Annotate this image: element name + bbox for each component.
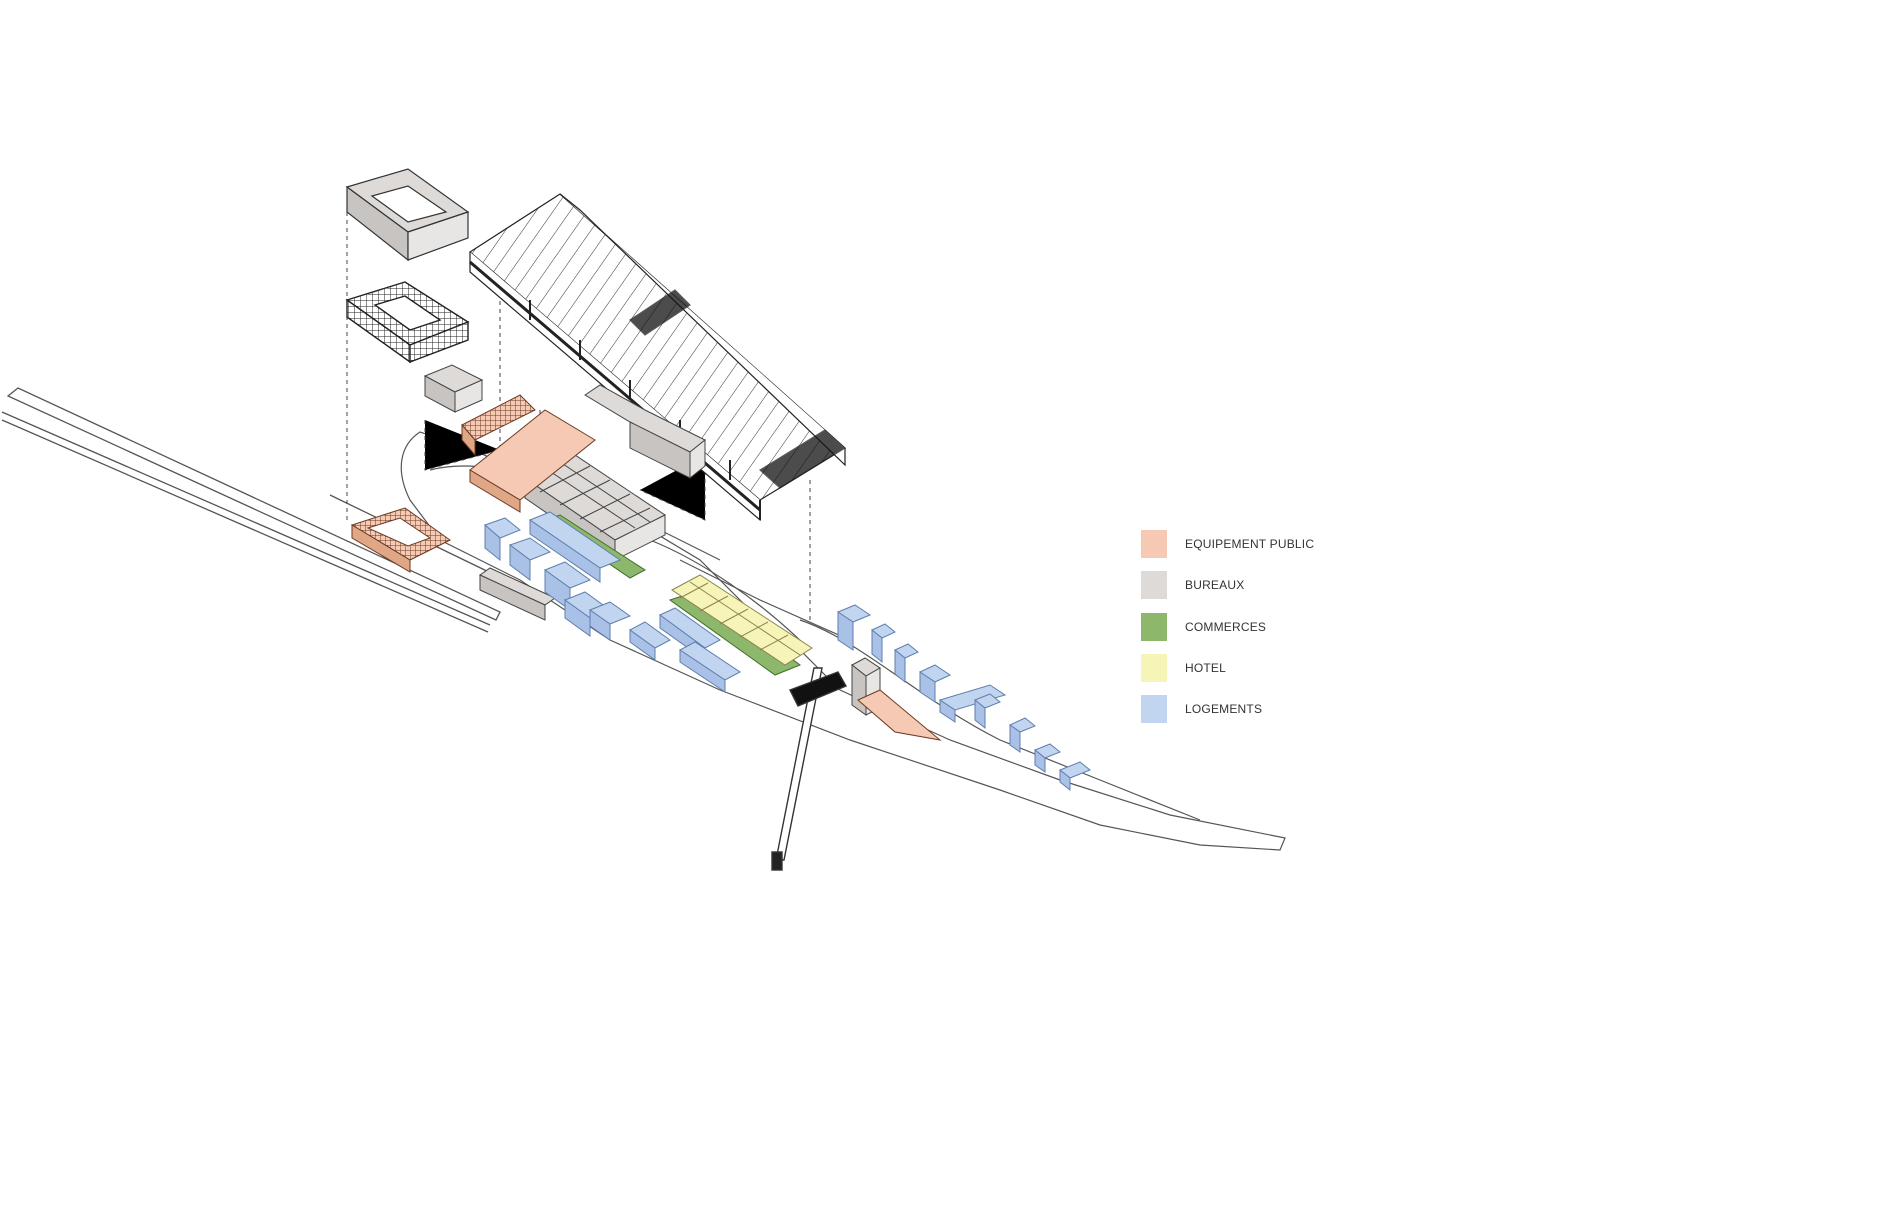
legend-label: LOGEMENTS bbox=[1185, 702, 1263, 716]
legend-item-equipement-public: EQUIPEMENT PUBLIC bbox=[1141, 530, 1401, 558]
legend-swatch bbox=[1141, 530, 1167, 558]
legend-swatch bbox=[1141, 613, 1167, 641]
legend-swatch bbox=[1141, 571, 1167, 599]
legend-item-commerces: COMMERCES bbox=[1141, 613, 1401, 641]
legend-swatch bbox=[1141, 654, 1167, 682]
equipement-public-buildings bbox=[350, 394, 942, 741]
track-platform bbox=[6, 387, 501, 621]
exploded-frame-block bbox=[345, 281, 470, 364]
legend-label: HOTEL bbox=[1185, 661, 1227, 675]
legend-item-hotel: HOTEL bbox=[1141, 654, 1401, 682]
hotel-buildings bbox=[671, 574, 813, 666]
legend-item-logements: LOGEMENTS bbox=[1141, 695, 1401, 723]
exploded-roof-block bbox=[345, 168, 470, 262]
legend-label: BUREAUX bbox=[1185, 578, 1245, 592]
legend-label: COMMERCES bbox=[1185, 620, 1267, 634]
legend-label: EQUIPEMENT PUBLIC bbox=[1185, 537, 1315, 551]
footbridge bbox=[771, 667, 848, 871]
logements-buildings bbox=[484, 511, 1091, 792]
legend: EQUIPEMENT PUBLIC BUREAUX COMMERCES HOTE… bbox=[1141, 530, 1401, 736]
legend-swatch bbox=[1141, 695, 1167, 723]
equipement-triangle bbox=[857, 689, 942, 741]
legend-item-bureaux: BUREAUX bbox=[1141, 571, 1401, 599]
